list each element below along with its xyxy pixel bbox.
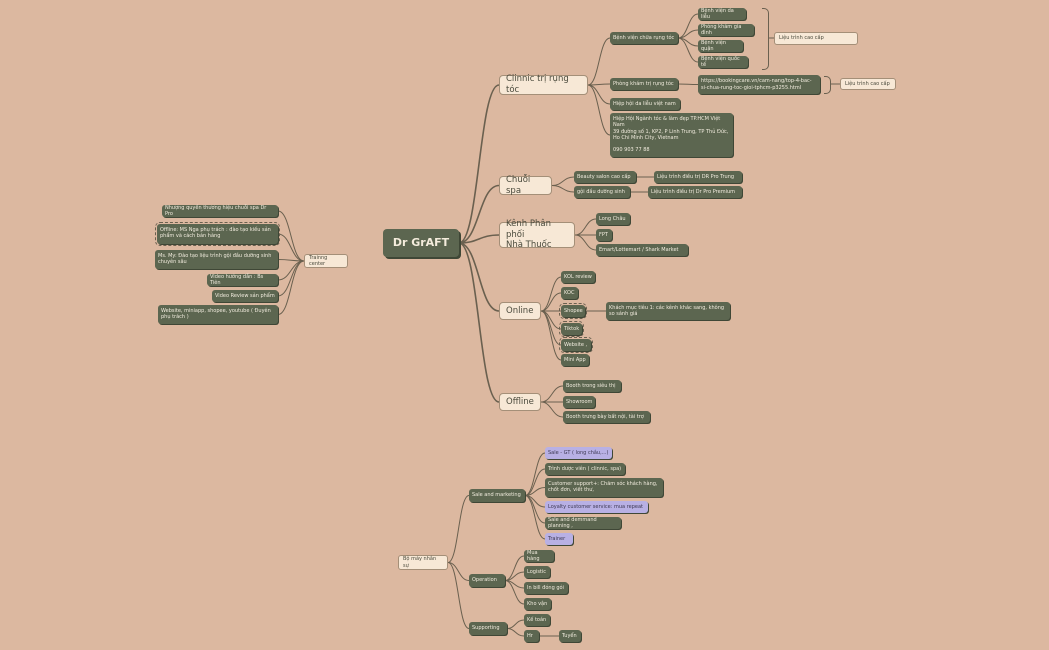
connector-line	[277, 260, 305, 297]
node-pk-rungtoc[interactable]: Phòng khám trị rụng tóc	[610, 78, 678, 90]
connector-line	[540, 385, 564, 403]
connector-line	[587, 84, 611, 105]
node-website[interactable]: Website ,	[559, 337, 593, 353]
node-training-center[interactable]: Trainng center	[304, 254, 348, 268]
node-hh-dalieu[interactable]: Hiệp hội da liễu việt nam	[610, 98, 680, 110]
node-kol[interactable]: KOL review	[561, 271, 595, 283]
node-ms-my[interactable]: Ms. My: Đào tạo liệu trình gội đầu dưỡng…	[155, 250, 278, 269]
node-trinh-duoc[interactable]: Trình dược viên ( clinnic, spa)	[545, 463, 625, 475]
branch-pharmacy[interactable]: Kênh Phân phối Nhà Thuốc	[499, 219, 575, 250]
connector-line	[524, 468, 546, 496]
node-booth-noithat[interactable]: Booth trưng bày bất nội, tài trợ	[563, 411, 650, 423]
connector-line	[540, 401, 564, 418]
summary-bracket	[824, 76, 831, 94]
connector-line	[447, 562, 470, 629]
connector-line	[540, 276, 562, 312]
node-logistic[interactable]: Logistic	[524, 566, 550, 578]
connector-line	[277, 260, 305, 315]
node-bv-dalieu[interactable]: Bệnh viện da liễu	[698, 8, 746, 20]
node-tuyen[interactable]: Tuyển	[559, 630, 581, 642]
node-in-bill[interactable]: In bill đóng gói	[524, 582, 568, 594]
branch-online[interactable]: Online	[499, 302, 541, 320]
branch-chain-spa[interactable]: Chuỗi spa	[499, 175, 552, 196]
node-bv-quan[interactable]: Bệnh viện quận	[698, 40, 743, 52]
node-miniapp[interactable]: Mini App	[561, 354, 589, 366]
node-hr[interactable]: Hr	[524, 630, 539, 642]
connector-line	[506, 628, 525, 637]
node-demand[interactable]: Sale and demmand planning ,	[545, 517, 621, 529]
node-nhuong-quyen[interactable]: Nhượng quyền thương hiệu chuỗi spa Dr Pr…	[162, 205, 278, 217]
node-ke-toan[interactable]: Kế toán	[524, 614, 550, 626]
connector-line	[551, 185, 575, 193]
connector-line	[524, 452, 546, 496]
connector-line	[587, 83, 611, 86]
node-khach-muc-tieu[interactable]: Khách mục tiêu 1: các kênh khác sang, kh…	[606, 302, 730, 320]
branch-offline[interactable]: Offline	[499, 393, 541, 411]
node-lt-pro-trung[interactable]: Liệu trình điều trị DR Pro Trung	[654, 171, 742, 183]
connector-line	[458, 242, 500, 403]
node-mua-hang[interactable]: Mua hàng	[524, 550, 554, 562]
connector-line	[277, 210, 305, 262]
node-kho-van[interactable]: Kho vận	[524, 598, 551, 610]
node-sale-gt[interactable]: Sale - GT ( long châu,...)	[545, 447, 612, 459]
node-showroom[interactable]: Showroom	[563, 396, 595, 408]
connector-line	[458, 242, 500, 312]
node-offline-ms-nga[interactable]: Offline: MS Nga phụ trách : đào tạo kiếu…	[155, 222, 280, 246]
branch-clinic[interactable]: Clinnic trị rụng tóc	[499, 74, 588, 95]
connector-line	[587, 37, 611, 86]
node-trainer[interactable]: Trainer	[545, 533, 573, 545]
node-booth-sieuthi[interactable]: Booth trong siêu thị	[563, 380, 621, 392]
connector-line	[524, 495, 546, 540]
node-fpt[interactable]: FPT	[596, 229, 612, 241]
connector-line	[551, 176, 575, 186]
connector-line	[540, 292, 562, 312]
root-topic[interactable]: Dr GrAFT	[383, 229, 459, 257]
connector-line	[458, 234, 500, 244]
node-supporting[interactable]: Supporting	[469, 622, 507, 635]
node-operation[interactable]: Operation	[469, 574, 505, 587]
node-shopee[interactable]: Shopee	[559, 303, 587, 319]
node-lt-pro-premium[interactable]: Liệu trình điều trị Dr Pro Premium	[648, 186, 742, 198]
connector-line	[587, 84, 611, 136]
node-koc[interactable]: KOC	[561, 287, 578, 299]
connector-line	[458, 184, 500, 244]
node-lieutrinh-caocap-1[interactable]: Liệu trình cao cấp	[774, 32, 858, 45]
summary-bracket	[762, 8, 769, 70]
node-loyalty[interactable]: Loyalty customer service: mua repeat	[545, 501, 648, 513]
node-hh-nganhtoc[interactable]: Hiệp Hội Ngành tóc & làm đẹp TP.HCM Việt…	[610, 113, 733, 157]
connector-line	[574, 218, 597, 236]
connector-line	[574, 234, 597, 251]
connector-line	[504, 580, 525, 605]
node-tiktok[interactable]: Tiktok	[559, 321, 584, 337]
node-sale-mkt[interactable]: Sale and marketing	[469, 489, 525, 502]
connector-line	[540, 310, 562, 361]
node-hospital[interactable]: Bệnh viện chữa rụng tóc	[610, 32, 678, 44]
node-website-mini[interactable]: Website, miniapp, shopee, youtube ( Đuyê…	[158, 305, 278, 324]
node-booking-url[interactable]: https://bookingcare.vn/cam-nang/top-4-ba…	[698, 75, 820, 94]
node-bo-may[interactable]: Bộ máy nhân sự	[398, 555, 448, 570]
node-bv-quocte[interactable]: Bệnh viện quốc tế	[698, 56, 748, 68]
connector-line	[506, 619, 525, 629]
connector-line	[458, 84, 500, 244]
node-video-hd[interactable]: Video hướng dẫn : Bs Tiên	[207, 274, 278, 286]
node-cs[interactable]: Customer support+: Chăm sóc khách hàng, …	[545, 478, 663, 497]
node-goi-dau[interactable]: gội đầu dưỡng sinh	[574, 186, 630, 198]
node-beauty-salon[interactable]: Beauty salon cao cấp	[574, 171, 636, 183]
node-pk-giadinh[interactable]: Phòng khám gia đình	[698, 24, 754, 36]
connector-line	[447, 495, 470, 563]
connector-line	[677, 83, 699, 85]
node-emart[interactable]: Emart/Lottemart / Shark Market	[596, 244, 688, 256]
node-lieutrinh-caocap-2[interactable]: Liệu trình cao cấp	[840, 78, 896, 90]
node-video-review[interactable]: Video Review sản phẩm	[212, 290, 278, 302]
connector-line	[677, 37, 699, 63]
node-long-chau[interactable]: Long Châu	[596, 213, 630, 225]
connector-line	[447, 562, 470, 581]
connector-line	[277, 233, 305, 262]
